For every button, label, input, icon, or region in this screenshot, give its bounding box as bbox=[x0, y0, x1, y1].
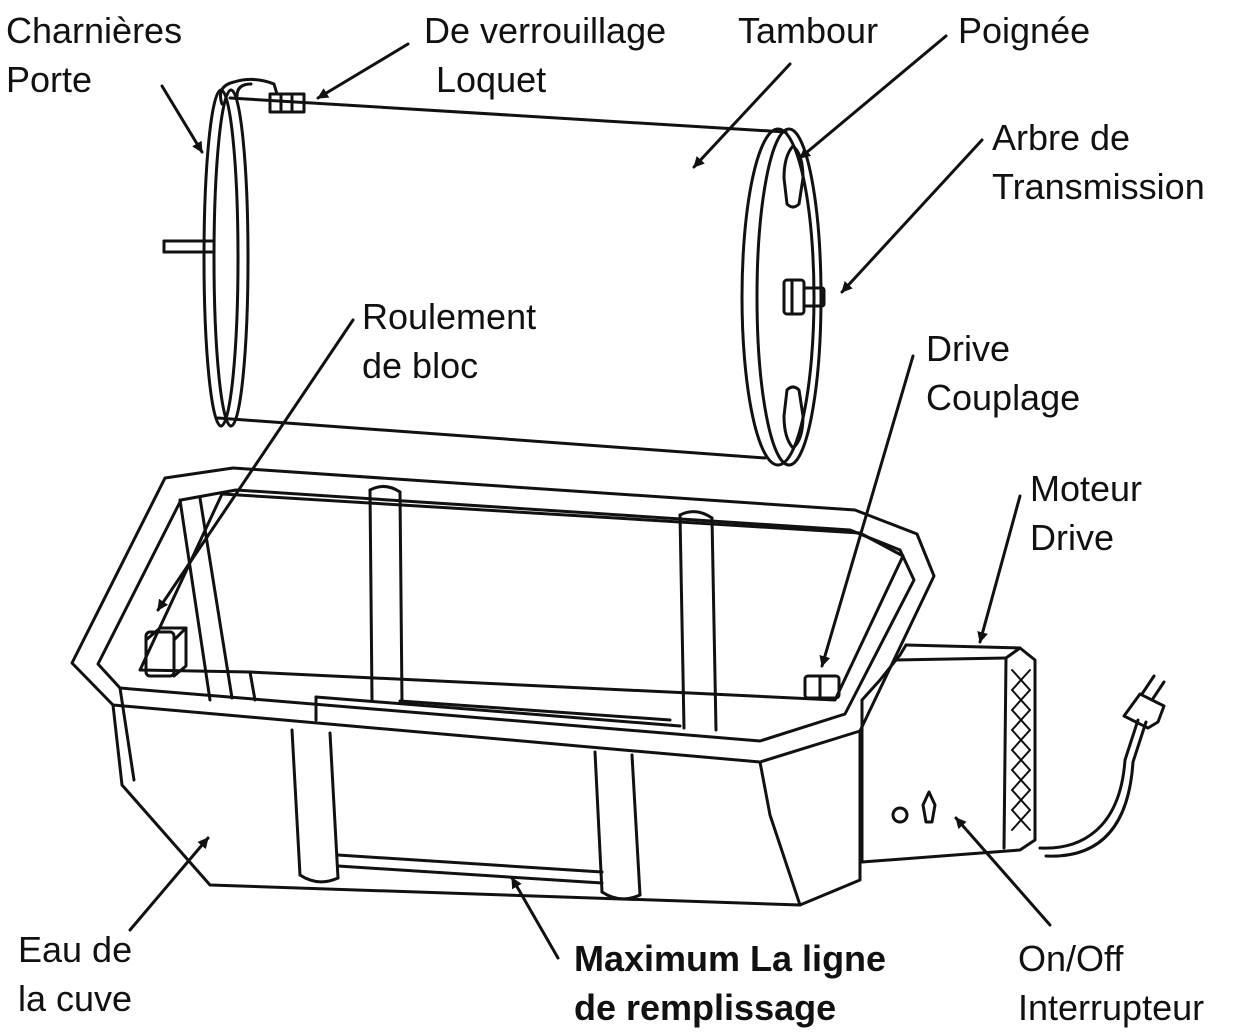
door-latch-hardware bbox=[219, 77, 306, 114]
tub-rim-outer bbox=[70, 466, 936, 764]
bearing-block bbox=[144, 626, 188, 678]
arrow-door-hinges bbox=[160, 84, 204, 154]
arrow-on-off-switch bbox=[954, 816, 1052, 927]
motor-vents bbox=[1011, 669, 1031, 831]
drum bbox=[162, 77, 826, 467]
rib-front-right bbox=[593, 750, 642, 897]
label-latch: De verrouillage Loquet bbox=[424, 10, 667, 100]
label-drive-coupling: Drive Couplage bbox=[926, 328, 1081, 418]
power-plug-icon bbox=[1122, 674, 1166, 730]
arrow-drum bbox=[692, 62, 792, 169]
label-drum: Tambour bbox=[738, 10, 879, 51]
label-tub-water: Eau de la cuve bbox=[18, 929, 133, 1019]
label-bearing-block: Roulement de bloc bbox=[362, 296, 537, 386]
arrow-drive-coupling bbox=[819, 354, 915, 668]
arrow-tub-water bbox=[128, 836, 210, 932]
rib-front-left bbox=[290, 728, 340, 880]
handle-slot-bottom bbox=[782, 385, 805, 450]
arrow-drive-motor bbox=[977, 494, 1022, 644]
label-on-off-switch: On/Off Interrupteur bbox=[1018, 938, 1205, 1028]
drum-end-cap bbox=[740, 127, 816, 467]
max-fill-line-bar bbox=[336, 853, 604, 885]
rib-back-left bbox=[368, 488, 404, 704]
label-drive-motor: Moteur Drive bbox=[1030, 468, 1143, 558]
drive-motor bbox=[860, 643, 1166, 864]
drum-door bbox=[202, 88, 240, 428]
arrow-max-fill-line bbox=[510, 876, 560, 960]
tub bbox=[70, 466, 936, 907]
arrow-handle bbox=[798, 34, 948, 160]
label-handle: Poignée bbox=[958, 10, 1091, 51]
label-drive-shaft: Arbre de Transmission bbox=[992, 117, 1205, 207]
handle-slot-top bbox=[782, 144, 805, 209]
arrow-bearing-block bbox=[156, 318, 355, 612]
label-door-hinges: Charnières Porte bbox=[6, 10, 183, 100]
tub-rim-inner bbox=[96, 488, 916, 743]
drive-shaft-hub bbox=[782, 278, 826, 316]
rib-back-right bbox=[678, 513, 718, 732]
tub-floor-edge bbox=[314, 695, 682, 728]
label-max-fill-line: Maximum La ligne de remplissage bbox=[574, 938, 887, 1028]
tub-body bbox=[111, 703, 862, 907]
arrow-latch bbox=[316, 42, 410, 100]
arrow-drive-shaft bbox=[840, 138, 984, 294]
power-cord bbox=[1038, 718, 1140, 850]
drum-top-edge bbox=[228, 96, 788, 134]
leader-arrows bbox=[128, 34, 1052, 960]
drive-coupling bbox=[803, 674, 841, 700]
drum-bottom-edge bbox=[216, 416, 767, 460]
on-off-switch bbox=[891, 790, 937, 824]
